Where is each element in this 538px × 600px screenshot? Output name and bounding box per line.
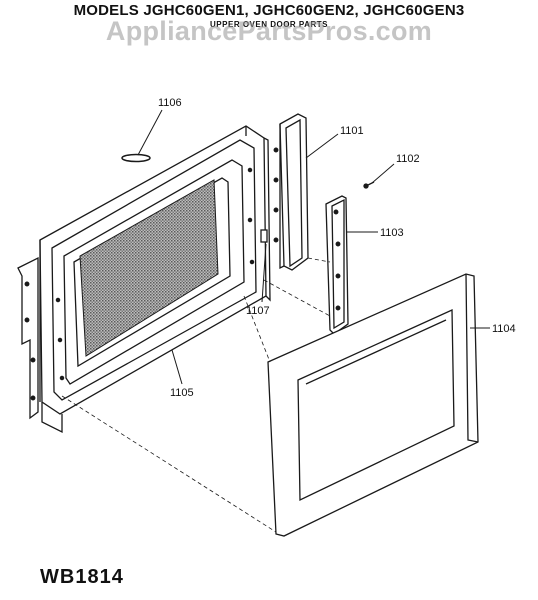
hinge-bracket-1103 [325,195,349,335]
callout-1106: 1106 [158,97,182,109]
leader-lines [137,109,490,385]
diagram-code: WB1814 [40,566,124,588]
glass-panel-1104 [267,273,479,537]
part-1106 [121,153,151,163]
callout-1107: 1107 [246,305,270,317]
callout-1101: 1101 [340,125,364,137]
page-subtitle: UPPER OVEN DOOR PARTS [210,20,328,29]
callout-1103: 1103 [380,227,404,239]
hinge-channel-1101 [273,113,309,271]
callout-1102: 1102 [396,153,420,165]
callout-1104: 1104 [492,323,516,335]
watermark: AppliancePartsPros.com [105,16,433,46]
alignment-lines [61,257,331,533]
pin-1107 [260,229,268,243]
callout-1105: 1105 [170,387,194,399]
door-window-mesh [79,179,219,357]
page-title: MODELS JGHC60GEN1, JGHC60GEN2, JGHC60GEN… [73,2,465,19]
